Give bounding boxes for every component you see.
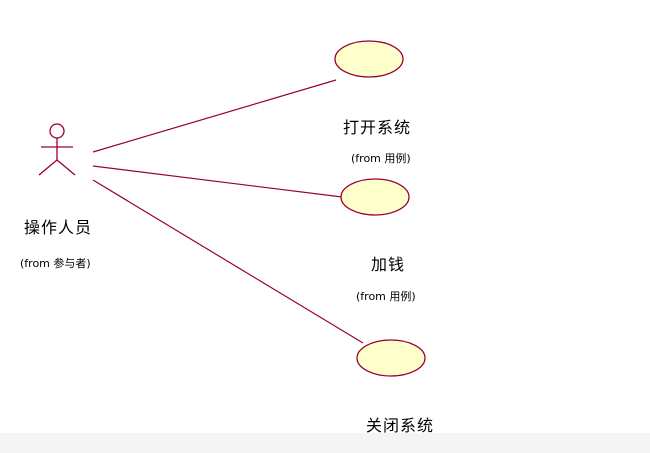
use-case-ellipse-close-system[interactable] [356, 339, 426, 377]
use-case-ellipse-open-system[interactable] [334, 40, 404, 78]
actor-from-note: (from 参与者) [20, 257, 91, 270]
association-line-close-system[interactable] [92, 179, 364, 344]
use-case-ellipse-add-money[interactable] [340, 178, 410, 216]
use-case-from-note-open-system: (from 用例) [351, 152, 411, 165]
use-case-name-close-system: 关闭系统 [366, 416, 435, 435]
use-case-name-open-system: 打开系统 [343, 118, 412, 137]
actor-stick-figure-icon[interactable] [38, 123, 76, 176]
association-line-add-money[interactable] [92, 165, 343, 198]
use-case-name-add-money: 加钱 [371, 255, 406, 274]
association-line-open-system[interactable] [92, 79, 337, 153]
bottom-panel-strip [0, 433, 650, 453]
use-case-from-note-add-money: (from 用例) [356, 290, 416, 303]
actor-name: 操作人员 [24, 218, 93, 237]
